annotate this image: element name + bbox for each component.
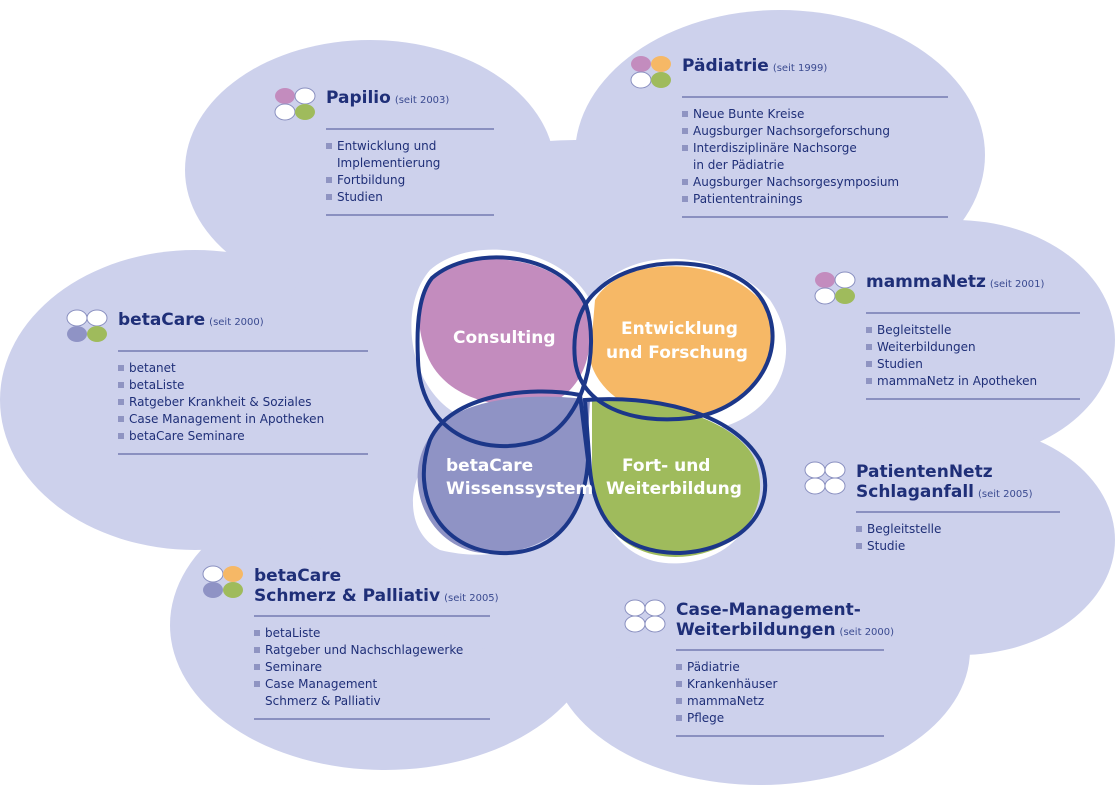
list-item: Seminare [254,659,490,676]
schmerz-title-line2: Schmerz & Palliativ [254,586,441,606]
butterfly-logo-icon [66,309,108,342]
list-item: betaListe [254,625,490,642]
divider [326,214,494,216]
schmerz-since: (seit 2005) [444,593,499,604]
list-item: Augsburger Nachsorgesymposium [682,174,948,191]
schmerz-title-line1: betaCare [254,566,342,586]
schmerz-title: betaCare Schmerz & Palliativ(seit 2005) [254,566,499,609]
divider [866,398,1080,400]
papilio-title-text: Papilio [326,88,391,108]
section-case-management: Case-Management- Weiterbildungen(seit 20… [622,599,894,737]
list-item: Ratgeber und Nachschlagewerke [254,642,490,659]
patientennetz-title-line1: PatientenNetz [856,462,993,482]
butterfly-logo-icon [630,56,671,89]
list-item: betaListe [118,377,368,394]
divider [866,312,1080,314]
divider [118,350,368,352]
casemanagement-list: Pädiatrie Krankenhäuser mammaNetz Pflege [676,659,884,727]
divider [682,96,948,98]
wing-entwicklung [590,266,772,418]
divider [676,735,884,737]
mammanetz-title-text: mammaNetz [866,272,986,292]
section-betacare: betaCare(seit 2000) betanet betaListe Ra… [64,309,368,455]
list-item: Begleitstelle [856,521,1060,538]
label-fort-1: Fort- und [622,456,710,476]
list-item: Neue Bunte Kreise [682,106,948,123]
list-item: Studie [856,538,1060,555]
papilio-since: (seit 2003) [394,95,450,106]
list-item: Fortbildung [326,172,494,189]
divider [856,511,1060,513]
section-paediatrie: Pädiatrie(seit 1999) Neue Bunte Kreise A… [628,56,948,218]
label-wissen-2: Wissenssystem [446,479,593,499]
mammanetz-since: (seit 2001) [989,279,1045,290]
patientennetz-list: Begleitstelle Studie [856,521,1060,555]
divider [682,216,948,218]
schmerz-list: betaListe Ratgeber und Nachschlagewerke … [254,625,490,710]
list-item: Studien [326,189,494,206]
casemanagement-title-line1: Case-Management- [676,600,861,620]
mammanetz-list: Begleitstelle Weiterbildungen Studien ma… [866,322,1080,390]
list-item: Studien [866,356,1080,373]
betacare-list: betanet betaListe Ratgeber Krankheit & S… [118,360,368,445]
list-item: Pädiatrie [676,659,884,676]
label-fort-2: Weiterbildung [606,479,742,499]
wing-consulting [418,259,590,406]
list-item: Krankenhäuser [676,676,884,693]
divider [326,128,494,130]
butterfly-outlines [415,255,775,556]
divider [676,649,884,651]
butterfly-logo-icon [804,461,846,495]
section-mammanetz: mammaNetz(seit 2001) Begleitstelle Weite… [812,271,1080,400]
paediatrie-title-text: Pädiatrie [682,56,769,76]
mammanetz-title: mammaNetz(seit 2001) [866,272,1044,295]
betacare-since: (seit 2000) [209,317,264,328]
casemanagement-title-line2: Weiterbildungen [676,620,836,640]
label-consulting: Consulting [453,328,556,348]
list-item: Interdisziplinäre Nachsorge in der Pädia… [682,140,948,174]
section-patientennetz: PatientenNetz Schlaganfall (seit 2005) Be… [802,461,1060,555]
list-item: mammaNetz [676,693,884,710]
list-item: mammaNetz in Apotheken [866,373,1080,390]
butterfly-logo-icon [274,87,316,121]
list-item: Case Management Schmerz & Palliativ [254,676,490,710]
butterfly-logo-icon [202,565,243,598]
list-item: Entwicklung und Implementierung [326,138,494,172]
papilio-list: Entwicklung und Implementierung Fortbild… [326,138,494,206]
butterfly-center: Consulting Entwicklung und Forschung bet… [411,249,787,564]
betacare-title: betaCare(seit 2000) [118,310,264,333]
paediatrie-title: Pädiatrie(seit 1999) [682,56,827,79]
section-schmerz-palliativ: betaCare Schmerz & Palliativ(seit 2005) … [200,565,499,720]
section-papilio: Papilio(seit 2003) Entwicklung und Imple… [272,87,494,216]
list-item: Weiterbildungen [866,339,1080,356]
patientennetz-since: (seit 2005) [978,489,1033,500]
casemanagement-since: (seit 2000) [839,627,895,638]
list-item: Patiententrainings [682,191,948,208]
casemanagement-title: Case-Management- Weiterbildungen(seit 20… [676,600,894,643]
list-item: Augsburger Nachsorgeforschung [682,123,948,140]
patientennetz-title-line2: Schlaganfall [856,482,974,502]
list-item: betaCare Seminare [118,428,368,445]
list-item: Begleitstelle [866,322,1080,339]
betacare-title-text: betaCare [118,310,206,330]
patientennetz-title: PatientenNetz Schlaganfall (seit 2005) [856,462,1033,505]
label-entwicklung-1: Entwicklung [621,319,738,339]
paediatrie-since: (seit 1999) [772,63,828,74]
label-wissen-1: betaCare [446,456,533,476]
label-entwicklung-2: und Forschung [606,343,748,363]
butterfly-logo-icon [814,271,856,305]
list-item: Ratgeber Krankheit & Soziales [118,394,368,411]
divider [254,718,490,720]
divider [118,453,368,455]
butterfly-logo-icon [624,599,666,633]
paediatrie-list: Neue Bunte Kreise Augsburger Nachsorgefo… [682,106,948,208]
list-item: betanet [118,360,368,377]
divider [254,615,490,617]
wing-fortbildung [592,399,761,557]
list-item: Pflege [676,710,884,727]
papilio-title: Papilio(seit 2003) [326,88,449,111]
list-item: Case Management in Apotheken [118,411,368,428]
